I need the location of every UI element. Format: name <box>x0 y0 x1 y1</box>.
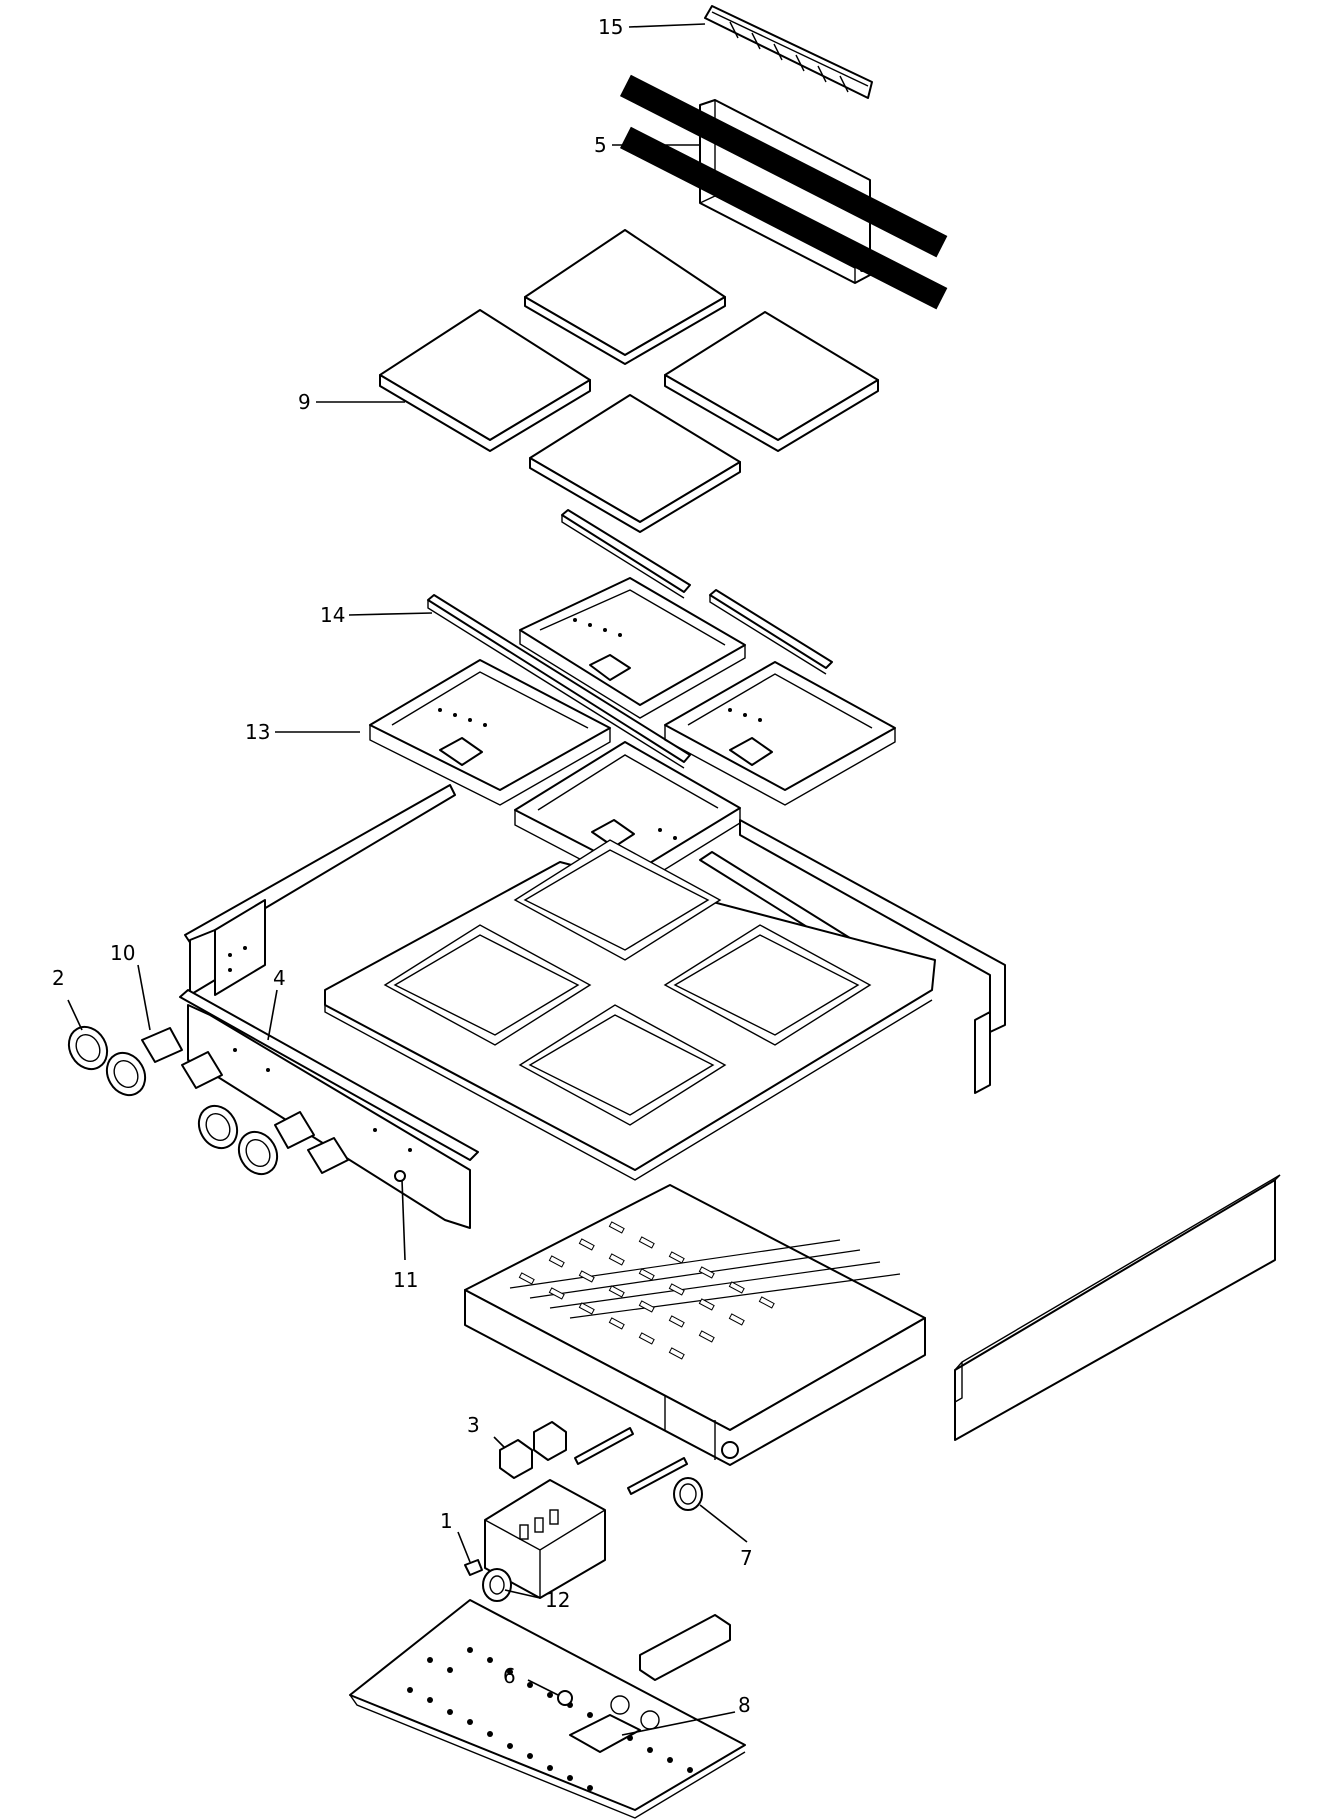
part-12-bushing <box>482 1568 512 1602</box>
junction-box <box>484 1479 606 1599</box>
part-6-fitting <box>557 1690 573 1706</box>
callout-2: 2 <box>52 966 65 990</box>
callout-12: 12 <box>545 1588 570 1612</box>
griddle-top-left <box>379 309 591 452</box>
burner-pan-left <box>369 659 611 806</box>
drip-tray <box>464 1184 926 1466</box>
callout-7: 7 <box>740 1546 753 1570</box>
callout-1: 1 <box>440 1509 453 1533</box>
part-10-valves <box>141 1027 349 1174</box>
callout-6: 6 <box>503 1664 516 1688</box>
bottom-base-plate <box>349 1599 746 1819</box>
callout-11: 11 <box>393 1268 418 1292</box>
callout-10: 10 <box>110 941 135 965</box>
mounting-strips <box>574 1427 688 1495</box>
callout-13: 13 <box>245 720 270 744</box>
part-14-rails <box>427 509 833 769</box>
cooktop-frame <box>184 784 1006 1181</box>
part-15-top-strip <box>704 5 873 99</box>
burner-pan-right <box>664 661 896 806</box>
part-8-terminal-strip <box>569 1714 641 1753</box>
callout-5: 5 <box>594 133 607 157</box>
front-panel <box>954 1174 1281 1441</box>
callout-4: 4 <box>273 966 286 990</box>
part-2-knobs <box>67 1025 279 1176</box>
griddle-top-right <box>664 311 879 452</box>
griddle-top-back <box>524 229 726 365</box>
part-11-fitting <box>394 1170 406 1182</box>
part-7-grommet <box>673 1477 703 1511</box>
callout-9: 9 <box>298 390 311 414</box>
part-3-switches <box>499 1421 567 1479</box>
callout-14: 14 <box>320 603 345 627</box>
callout-15: 15 <box>598 15 623 39</box>
part-13-burner-pans <box>369 577 896 889</box>
bottom-bracket <box>639 1614 731 1681</box>
part-5-back-panel <box>619 74 948 310</box>
leader-lines <box>67 23 748 1736</box>
griddle-top-front <box>529 394 741 533</box>
part-9-griddle-tops <box>379 229 879 533</box>
burner-pan-back <box>519 577 746 719</box>
part-1-screw <box>464 1559 483 1576</box>
callout-labels: 15 5 9 14 13 2 10 4 11 3 1 12 7 6 8 <box>52 15 753 1717</box>
callout-8: 8 <box>738 1693 751 1717</box>
callout-3: 3 <box>467 1413 480 1437</box>
